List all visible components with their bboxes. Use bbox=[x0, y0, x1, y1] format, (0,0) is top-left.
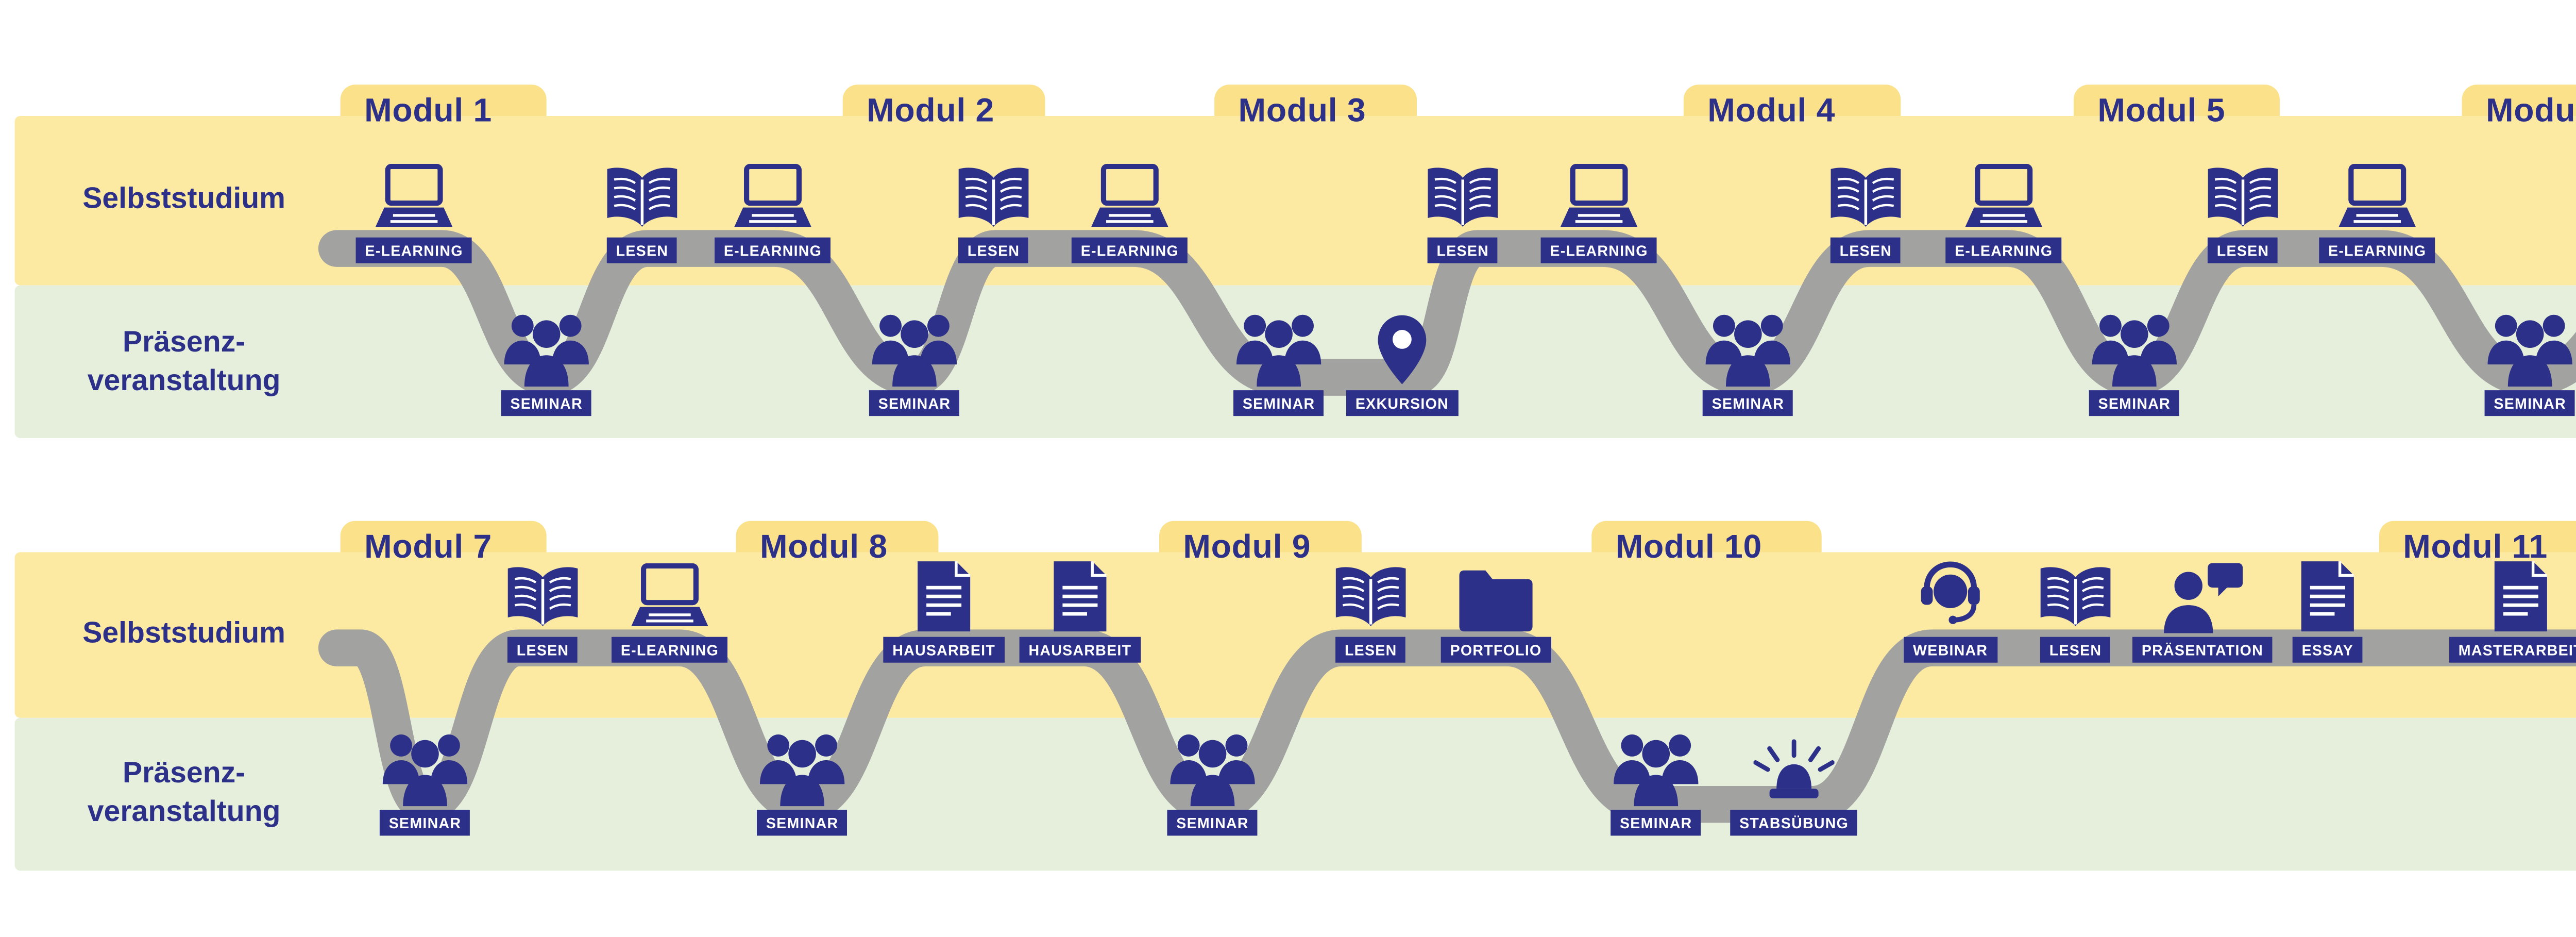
activity-tag: LESEN bbox=[606, 237, 678, 263]
presence-label-line1: Präsenz- bbox=[123, 758, 246, 790]
presence-label-line2: veranstaltung bbox=[87, 797, 281, 829]
open-book-icon bbox=[2035, 563, 2116, 633]
activity-tag: SEMINAR bbox=[1611, 810, 1702, 835]
folder-icon bbox=[1455, 567, 1536, 633]
module-title-9: Modul 9 bbox=[1183, 528, 1311, 565]
module-title-10: Modul 10 bbox=[1615, 528, 1762, 565]
presence-label-line2: veranstaltung bbox=[87, 366, 281, 398]
laptop-icon bbox=[1556, 164, 1641, 234]
activity-tag: HAUSARBEIT bbox=[883, 637, 1005, 662]
selfstudy-label-row1: Selbststudium bbox=[82, 184, 285, 215]
activity-tag: SEMINAR bbox=[379, 810, 471, 835]
module-title-11: Modul 11 bbox=[2403, 528, 2548, 565]
module-title-3: Modul 3 bbox=[1238, 92, 1366, 129]
activity-tag: MASTERARBEIT bbox=[2449, 637, 2576, 662]
presence-label-row2: Präsenz- veranstaltung bbox=[19, 755, 350, 832]
headset-person-icon bbox=[1912, 560, 1989, 633]
activity-tag: SEMINAR bbox=[2484, 390, 2575, 416]
activity-tag: E-LEARNING bbox=[1071, 237, 1188, 263]
activity-tag: SEMINAR bbox=[757, 810, 848, 835]
activity-tag: PORTFOLIO bbox=[1440, 637, 1551, 662]
people-group-icon bbox=[756, 729, 849, 806]
map-pin-icon bbox=[1375, 313, 1430, 387]
module-title-2: Modul 2 bbox=[867, 92, 995, 129]
activity-tag: SEMINAR bbox=[1167, 810, 1258, 835]
laptop-icon bbox=[731, 164, 815, 234]
document-icon bbox=[913, 560, 974, 633]
module-title-8: Modul 8 bbox=[759, 528, 888, 565]
activity-tag: SEMINAR bbox=[869, 390, 960, 416]
activity-tag: SEMINAR bbox=[2089, 390, 2180, 416]
laptop-icon bbox=[628, 563, 712, 633]
people-group-icon bbox=[869, 309, 961, 387]
open-book-icon bbox=[953, 164, 1034, 234]
activity-tag: LESEN bbox=[1335, 637, 1406, 662]
activity-tag: E-LEARNING bbox=[611, 637, 728, 662]
activity-tag: SEMINAR bbox=[501, 390, 592, 416]
people-group-icon bbox=[2089, 309, 2181, 387]
activity-tag: LESEN bbox=[2040, 637, 2111, 662]
presence-label-row1: Präsenz- veranstaltung bbox=[19, 324, 350, 401]
activity-tag: SEMINAR bbox=[1233, 390, 1325, 416]
module-title-5: Modul 5 bbox=[2097, 92, 2226, 129]
activity-tag: E-LEARNING bbox=[355, 237, 472, 263]
people-group-icon bbox=[1166, 729, 1259, 806]
activity-tag: E-LEARNING bbox=[2319, 237, 2436, 263]
activity-tag: LESEN bbox=[1830, 237, 1902, 263]
document-icon bbox=[2297, 560, 2358, 633]
laptop-icon bbox=[1088, 164, 1172, 234]
module-title-1: Modul 1 bbox=[364, 92, 493, 129]
document-icon bbox=[2490, 560, 2551, 633]
laptop-icon bbox=[371, 164, 456, 234]
siren-icon bbox=[1754, 737, 1835, 807]
activity-tag: LESEN bbox=[507, 637, 579, 662]
activity-tag: ESSAY bbox=[2292, 637, 2363, 662]
open-book-icon bbox=[502, 563, 583, 633]
presence-label-line1: Präsenz- bbox=[123, 327, 246, 359]
selfstudy-label-row2: Selbststudium bbox=[82, 618, 285, 650]
people-group-icon bbox=[379, 729, 471, 806]
activity-tag: LESEN bbox=[2207, 237, 2279, 263]
activity-tag: HAUSARBEIT bbox=[1019, 637, 1141, 662]
people-group-icon bbox=[2484, 309, 2576, 387]
activity-tag: LESEN bbox=[958, 237, 1029, 263]
open-book-icon bbox=[1825, 164, 1906, 234]
activity-tag: EXKURSION bbox=[1346, 390, 1458, 416]
laptop-icon bbox=[2335, 164, 2419, 234]
activity-tag: E-LEARNING bbox=[1945, 237, 2062, 263]
speaker-speech-bubble-icon bbox=[2160, 560, 2245, 633]
open-book-icon bbox=[1330, 563, 1411, 633]
activity-tag: PRÄSENTATION bbox=[2132, 637, 2273, 662]
activity-tag: E-LEARNING bbox=[714, 237, 831, 263]
open-book-icon bbox=[602, 164, 683, 234]
open-book-icon bbox=[1422, 164, 1503, 234]
module-title-6: Modul 6 bbox=[2485, 92, 2576, 129]
people-group-icon bbox=[1233, 309, 1325, 387]
activity-tag: E-LEARNING bbox=[1540, 237, 1657, 263]
module-title-7: Modul 7 bbox=[364, 528, 493, 565]
laptop-icon bbox=[1961, 164, 2046, 234]
people-group-icon bbox=[500, 309, 592, 387]
module-title-4: Modul 4 bbox=[1707, 92, 1836, 129]
activity-tag: STABSÜBUNG bbox=[1730, 810, 1858, 835]
people-group-icon bbox=[1702, 309, 1794, 387]
activity-tag: LESEN bbox=[1427, 237, 1498, 263]
activity-tag: SEMINAR bbox=[1702, 390, 1793, 416]
document-icon bbox=[1049, 560, 1110, 633]
activity-tag: WEBINAR bbox=[1904, 637, 1997, 662]
people-group-icon bbox=[1610, 729, 1702, 806]
open-book-icon bbox=[2202, 164, 2283, 234]
